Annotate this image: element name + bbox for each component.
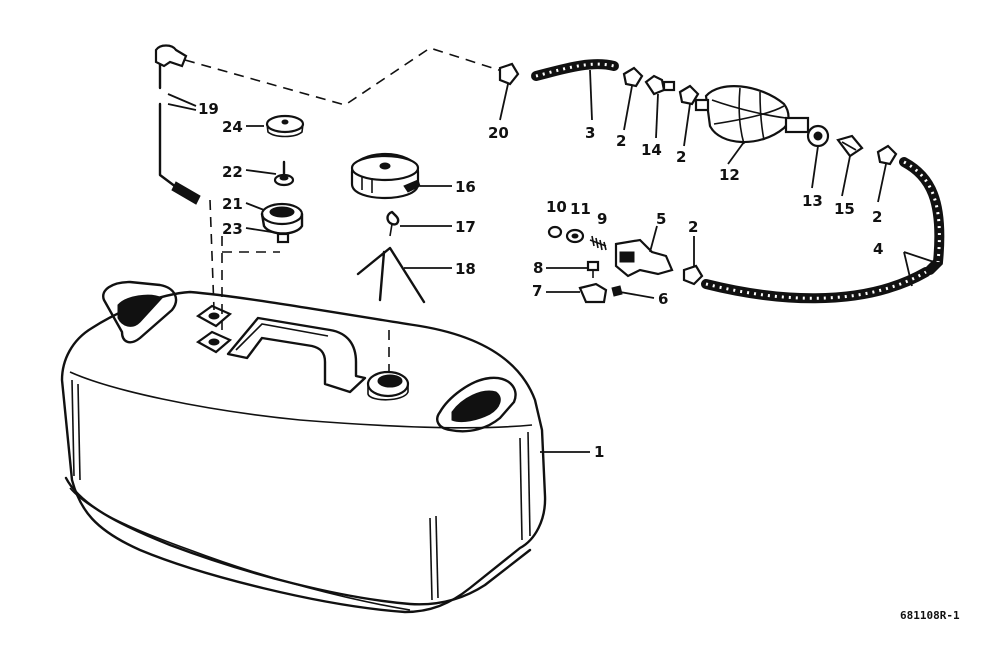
callout-10: 10: [546, 198, 567, 216]
callout-21: 21: [222, 195, 243, 213]
part-8-screw: [586, 260, 600, 278]
callout-13: 13: [802, 192, 823, 210]
part-4-fuel-hose: [701, 157, 945, 304]
part-5-connector-body: [614, 238, 674, 278]
callout-2-a: 2: [616, 132, 626, 150]
callout-12: 12: [719, 166, 740, 184]
callout-3: 3: [585, 124, 595, 142]
callout-1: 1: [594, 443, 604, 461]
callout-19: 19: [198, 100, 219, 118]
callout-23: 23: [222, 220, 243, 238]
part-11-washer: [565, 228, 585, 244]
callout-18: 18: [455, 260, 476, 278]
part-23-stem: [276, 232, 290, 244]
part-17-clip: [386, 210, 400, 237]
callout-11: 11: [570, 200, 591, 218]
part-15-connector: [836, 134, 864, 158]
part-13-fitting: [806, 124, 830, 148]
callout-14: 14: [641, 141, 662, 159]
callout-5: 5: [656, 210, 666, 228]
callout-16: 16: [455, 178, 476, 196]
callout-22: 22: [222, 163, 243, 181]
callout-8: 8: [533, 259, 543, 277]
callout-17: 17: [455, 218, 476, 236]
part-14-check-valve: [644, 74, 676, 96]
assembly-dash-lines: [184, 47, 506, 372]
part-19-pickup-tube: [154, 44, 201, 205]
part-7-plate: [578, 282, 608, 304]
part-18-retainer: [356, 246, 426, 304]
callout-labels: 1 2 2 2 2 3 4 5 6 7 8 9 10 11 12 13 14 1…: [198, 100, 883, 461]
leader-lines: [167, 69, 935, 453]
part-6-screw: [611, 285, 623, 297]
callout-7: 7: [532, 282, 542, 300]
part-2-nut-a: [622, 66, 644, 88]
fuel-tank: [60, 280, 547, 614]
part-2-nut-d: [682, 264, 704, 286]
callout-24: 24: [222, 118, 243, 136]
callout-20: 20: [488, 124, 509, 142]
part-2-nut-c: [876, 144, 898, 166]
callout-2-d: 2: [872, 208, 882, 226]
part-22-vent: [273, 160, 295, 187]
callout-9: 9: [597, 210, 607, 228]
part-20-nut: [498, 62, 520, 86]
part-16-filler-cap: [350, 152, 421, 200]
part-9-spring: [589, 235, 607, 251]
callout-2-b: 2: [676, 148, 686, 166]
part-21-collar: [260, 202, 304, 235]
figure-id: 681108R-1: [900, 609, 960, 622]
part-10-washer: [547, 225, 563, 239]
callout-15: 15: [834, 200, 855, 218]
callout-2-c: 2: [688, 218, 698, 236]
callout-4: 4: [873, 240, 883, 258]
part-24-cap: [265, 114, 305, 138]
part-3-hose: [531, 59, 619, 81]
part-12-primer-bulb: [694, 85, 810, 145]
callout-6: 6: [658, 290, 668, 308]
